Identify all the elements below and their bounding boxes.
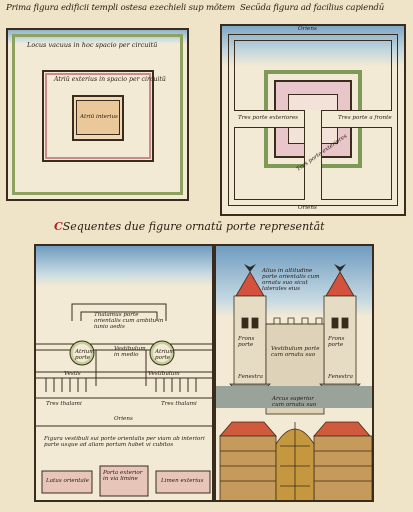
right-roof [313, 421, 371, 437]
bottom-label: Oriens [298, 205, 317, 211]
middle-label: Atriū exterius in spacio per circuitū [54, 76, 166, 83]
inner-box [76, 100, 120, 135]
left-brick-wall [219, 435, 277, 500]
cross-road-v [304, 110, 322, 200]
right-tower [323, 295, 357, 397]
center-label: Vestibulum in medio [114, 346, 146, 358]
inner-label: Atriū interius [80, 114, 118, 120]
sky-band [8, 30, 187, 44]
figure-4: Alius in altitudine porte orientalis cum… [214, 244, 374, 502]
top-label: Oriens [298, 26, 317, 32]
gate-plan-drawing [36, 303, 216, 497]
left-tower [233, 295, 267, 397]
figure-3: Thalamus porte orientalis cum ambitu in … [34, 244, 216, 502]
right-brick-wall [313, 435, 372, 500]
top-label: Alius in altitudine porte orientalis cum… [262, 268, 320, 292]
window-right-label: Fenestra [328, 374, 353, 380]
oriens-label: Oriens [114, 416, 133, 422]
gate-left-label: Tres porte exteriores [238, 115, 299, 121]
gate-elevation-drawing [216, 264, 372, 500]
caption-middle: CSequentes due figure ornatū porte repre… [54, 220, 325, 233]
description-text: Figura vestibuli sui porte orientalis pe… [44, 436, 205, 448]
ring-left-label: Atrium porte [75, 349, 95, 361]
wall-band [216, 386, 372, 408]
box2-label: Porta exterior in via limine [103, 470, 143, 482]
bottom-right-label: Tres thalami [161, 401, 197, 407]
caption-middle-text: Sequentes due figure ornatū porte repres… [62, 220, 325, 233]
outer-wall [12, 34, 183, 195]
window-left-label: Fenestra [238, 374, 263, 380]
lower-label: Arcus superior cum ornatu suo [272, 396, 317, 408]
left-spire-roof [235, 271, 265, 297]
box1-label: Latus orientale [46, 478, 89, 484]
sky-band [36, 246, 212, 286]
left-roof [219, 421, 277, 437]
red-initial: C [54, 220, 63, 233]
outer-label: Locus vacuus in hoc spacio per circuitū [27, 41, 158, 49]
caption-figure-1: Prima figura edificii templi ostesa ezec… [6, 3, 235, 13]
figure-1: Locus vacuus in hoc spacio per circuitū … [6, 28, 189, 201]
outer-frame [228, 34, 398, 206]
upper-label: Thalamus porte orientalis cum ambitu in … [94, 312, 164, 330]
figure-2: Oriens Oriens Tres porte exteriores Tres… [220, 24, 406, 216]
left-tower-label: Frons porte [238, 336, 255, 348]
label-left: Vestis [64, 371, 81, 377]
middle-pink [45, 73, 151, 159]
caption-figure-2: Secūda figura ad facilius capiendū [240, 3, 385, 13]
middle-court [42, 70, 154, 162]
right-flag [334, 264, 346, 272]
right-spire-roof [325, 271, 355, 297]
label-right: Vestibulum [148, 371, 180, 377]
center-label: Vestibulum porte cum ornatu suo [271, 346, 320, 358]
left-flag [244, 264, 256, 272]
sky-band [222, 26, 404, 66]
ring-right-label: Atrium porte [155, 349, 175, 361]
bottom-left-label: Tres thalami [46, 401, 82, 407]
right-tower-label: Frons porte [328, 336, 345, 348]
gate-right-label: Tres porte a fronte [338, 115, 392, 121]
box3-label: Limen exterius [161, 478, 204, 484]
